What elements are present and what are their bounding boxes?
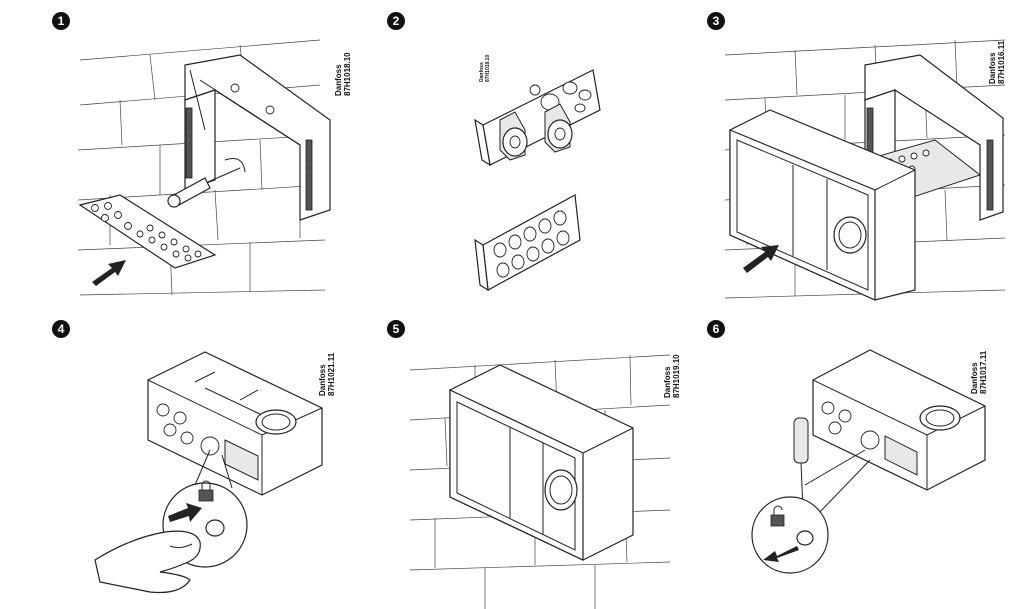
insert-arrow-icon <box>92 260 126 286</box>
screwdriver-icon <box>167 158 246 208</box>
step-3-panel: 3 Danfoss 87H1016.11 <box>705 0 1036 305</box>
controller-housing-icon <box>729 109 916 301</box>
step-5-panel: 5 Danfoss 87H1019.10 <box>375 310 681 609</box>
knockout-plate-icon <box>474 194 581 292</box>
step-5-number: 5 <box>387 320 405 338</box>
step-6-panel: 6 Danfoss 87H1017.11 <box>705 310 1036 609</box>
step-1-number: 1 <box>52 12 70 30</box>
terminal-strip-icon <box>78 194 217 269</box>
step-4-panel: 4 Danfoss 87H1021.11 <box>0 310 345 609</box>
push-arrow-icon <box>743 245 779 273</box>
controller-icon <box>147 351 323 496</box>
step-1-panel: 1 Danfoss 87H1018.10 <box>0 0 352 305</box>
cable-gland-icon <box>499 103 573 161</box>
step-3-number: 3 <box>707 12 725 30</box>
finger-press-icon <box>94 530 201 594</box>
mounted-controller-icon <box>449 364 634 561</box>
wall-mount-base-icon <box>184 54 331 221</box>
step-4-number: 4 <box>52 320 70 338</box>
step-2-panel: 2 Danfoss 87H1019.10 <box>375 0 675 305</box>
step-6-number: 6 <box>707 320 725 338</box>
release-arrow-icon <box>763 546 799 562</box>
step-2-number: 2 <box>387 12 405 30</box>
